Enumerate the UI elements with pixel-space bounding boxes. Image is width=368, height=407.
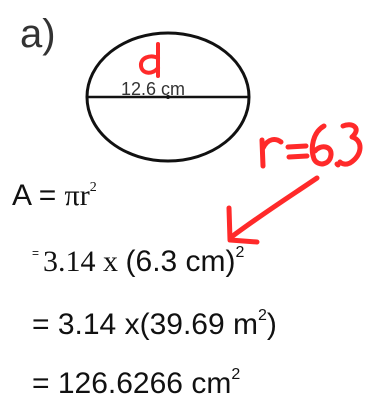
pointer-arrow xyxy=(226,175,320,245)
step3-text: = 126.6266 cm xyxy=(32,367,232,400)
step1-exponent: 2 xyxy=(235,244,245,261)
substitution-step: =3.14 x (6.3 cm)2 xyxy=(32,245,244,277)
formula-exponent: 2 xyxy=(89,180,97,195)
step1-coefficient: 3.14 x xyxy=(43,245,126,278)
step1-parenthesis: (6.3 cm) xyxy=(125,245,236,278)
formula-pi-r: πr xyxy=(64,179,90,212)
part-label: a) xyxy=(20,12,56,56)
step2-close: ) xyxy=(266,308,277,341)
area-formula: A = πr2 xyxy=(12,181,97,211)
step2-exponent: 2 xyxy=(257,307,267,324)
diameter-value: 12.6 cm xyxy=(121,79,186,99)
squared-step: = 3.14 x(39.69 m2) xyxy=(32,308,277,340)
step3-exponent: 2 xyxy=(231,366,241,383)
formula-lhs: A = xyxy=(12,179,65,212)
step2-text: = 3.14 x(39.69 m xyxy=(32,308,258,341)
step1-equals: = xyxy=(32,246,40,260)
handwritten-radius xyxy=(259,122,363,169)
center-point xyxy=(166,95,170,99)
result-step: = 126.6266 cm2 xyxy=(32,367,240,399)
handwritten-d xyxy=(138,42,160,78)
